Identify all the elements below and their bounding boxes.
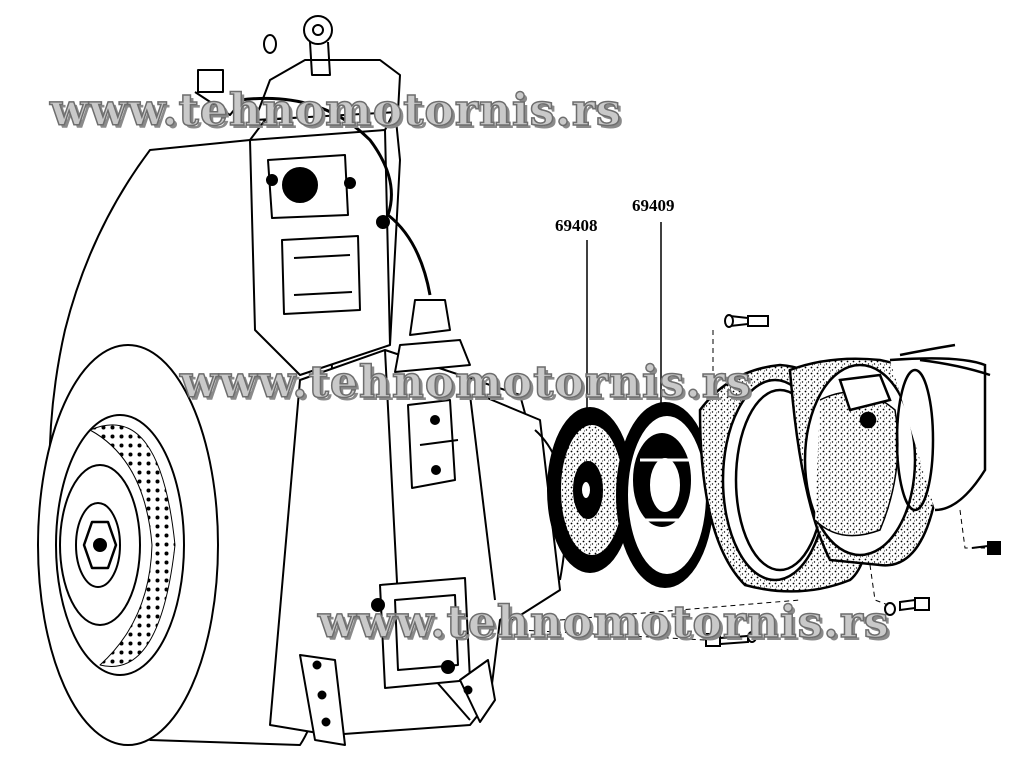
engine-block: [37, 15, 568, 746]
part-number-label-pressure-plate: 69409: [632, 196, 675, 215]
clutch-disc: [547, 407, 633, 573]
bolt-lower: [705, 631, 757, 647]
bolt-lower-right: [884, 597, 930, 616]
flywheel-housing: [788, 343, 991, 567]
leader-lines: [586, 222, 662, 420]
bolt-top: [724, 314, 769, 328]
mounting-bolts: [705, 314, 1001, 647]
pressure-plate: [616, 402, 714, 588]
assembly-lines: [519, 330, 985, 641]
part-number-label-clutch-disc: 69408: [555, 216, 598, 235]
